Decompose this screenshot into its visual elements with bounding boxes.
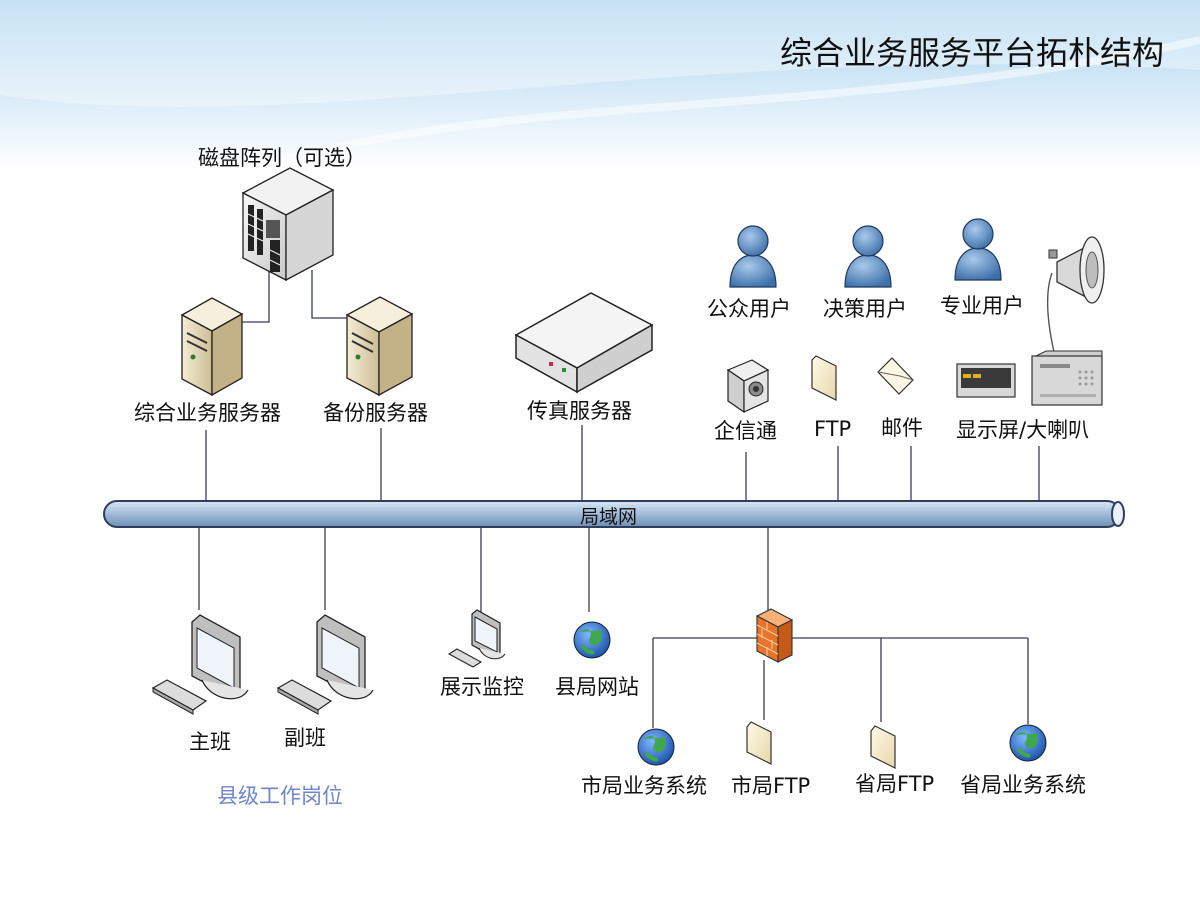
mail-label: 邮件 <box>881 416 923 440</box>
city-system-globe-icon <box>637 728 675 766</box>
firewall-icon <box>755 608 794 663</box>
county-group-label: 县级工作岗位 <box>217 784 343 808</box>
disk-array-icon <box>241 167 335 282</box>
county-site-label: 县局网站 <box>555 675 639 699</box>
main-shift-computer-icon <box>151 614 249 715</box>
page-title: 综合业务服务平台拓朴结构 <box>779 34 1164 72</box>
decision-user-icon <box>844 225 892 288</box>
prov-ftp-folder-icon <box>870 725 896 769</box>
fax-server-label: 传真服务器 <box>527 399 632 423</box>
display-speaker-label: 显示屏/大喇叭 <box>956 418 1090 442</box>
prov-system-globe-icon <box>1009 724 1047 762</box>
qixintong-label: 企信通 <box>714 419 777 443</box>
ftp-folder-icon <box>811 355 837 401</box>
public-user-label: 公众用户 <box>707 297 791 321</box>
lan-label: 局域网 <box>580 506 638 528</box>
monitor-station-computer-icon <box>447 609 506 668</box>
fax-server-icon <box>514 292 654 394</box>
backup-server-icon <box>345 296 414 397</box>
monitor-station-label: 展示监控 <box>440 675 524 699</box>
professional-user-icon <box>954 218 1002 281</box>
main-server-label: 综合业务服务器 <box>134 401 281 425</box>
header-background <box>0 0 1200 170</box>
deputy-shift-computer-icon <box>276 614 374 715</box>
connection-lines <box>198 262 1040 728</box>
city-system-label: 市局业务系统 <box>581 774 707 798</box>
main-server-icon <box>180 297 244 397</box>
display-screen-icon <box>956 363 1016 398</box>
city-ftp-label: 市局FTP <box>731 774 811 798</box>
deputy-shift-label: 副班 <box>284 726 326 750</box>
county-site-globe-icon <box>573 621 611 659</box>
professional-user-label: 专业用户 <box>940 294 1024 318</box>
loudspeaker-horn-icon <box>1046 236 1105 353</box>
broadcast-box-icon <box>1031 350 1103 406</box>
public-user-icon <box>729 225 777 288</box>
mail-envelope-icon <box>877 357 914 395</box>
prov-system-label: 省局业务系统 <box>960 773 1086 797</box>
prov-ftp-label: 省局FTP <box>855 772 935 796</box>
ftp-label: FTP <box>814 417 852 441</box>
decision-user-label: 决策用户 <box>823 297 907 321</box>
disk-array-label: 磁盘阵列（可选） <box>198 146 366 170</box>
qixintong-device-icon <box>726 359 770 414</box>
backup-server-label: 备份服务器 <box>323 401 428 425</box>
main-shift-label: 主班 <box>189 730 231 754</box>
city-ftp-folder-icon <box>746 721 772 765</box>
lan-pipe <box>103 500 1125 528</box>
